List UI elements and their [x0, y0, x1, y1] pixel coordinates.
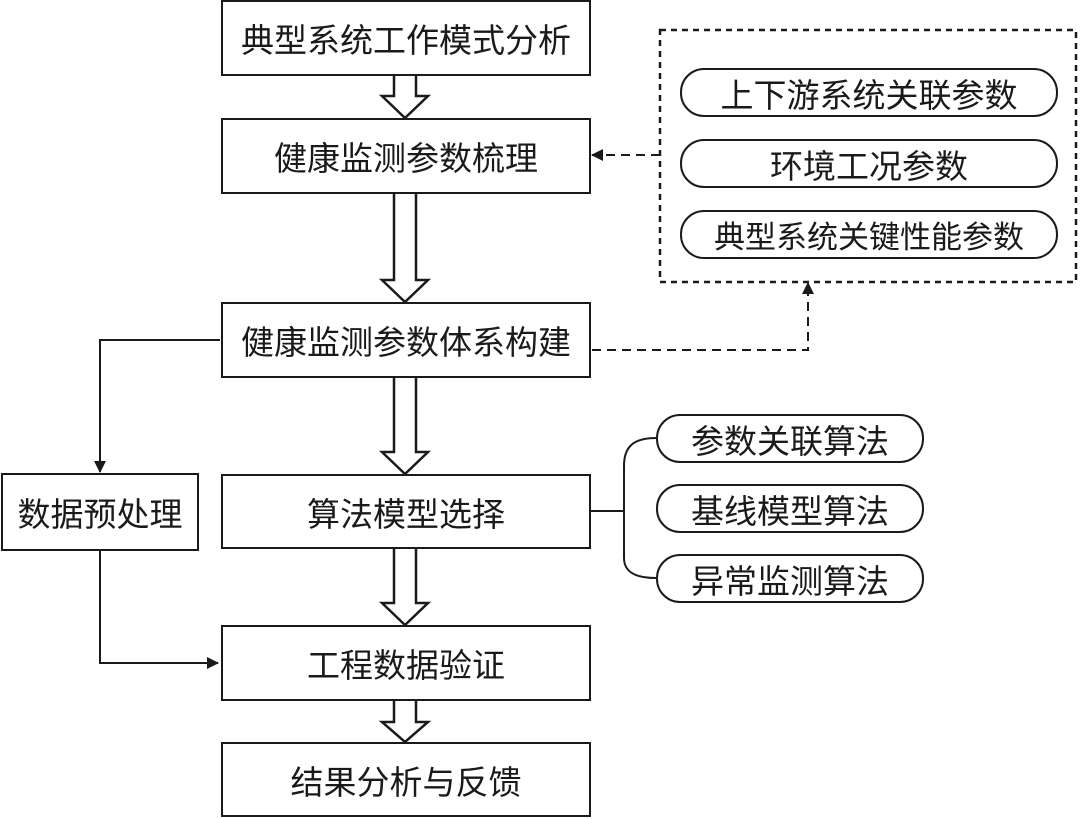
preprocess-to-step5-connector: [99, 551, 219, 669]
flow-arrow-4-5: [378, 549, 432, 627]
step-data-preprocessing: 数据预处理: [1, 473, 199, 551]
step-parameter-system-build: 健康监测参数体系构建: [221, 302, 591, 378]
algorithm-anomaly-label: 异常监测算法: [691, 561, 889, 601]
step-parameter-system-build-label: 健康监测参数体系构建: [241, 323, 571, 362]
param-upstream-downstream-label: 上下游系统关联参数: [720, 75, 1018, 115]
flow-arrow-2-3: [378, 194, 432, 304]
step-result-feedback-label: 结果分析与反馈: [290, 762, 522, 802]
step3-to-params-connector: [592, 282, 814, 351]
step-parameter-sorting: 健康监测参数梳理: [221, 118, 591, 194]
algorithm-bracket: [590, 437, 657, 579]
flow-arrow-1-2: [378, 76, 432, 120]
step-engineering-validation-label: 工程数据验证: [307, 646, 505, 685]
step-system-mode-analysis: 典型系统工作模式分析: [221, 0, 591, 76]
flow-arrow-5-6: [378, 701, 432, 744]
param-key-performance-label: 典型系统关键性能参数: [714, 220, 1024, 256]
step-engineering-validation: 工程数据验证: [221, 625, 591, 701]
step-system-mode-analysis-label: 典型系统工作模式分析: [241, 21, 571, 60]
algorithm-correlation-label: 参数关联算法: [691, 421, 889, 461]
algorithm-anomaly: 异常监测算法: [656, 554, 924, 603]
param-environment-label: 环境工况参数: [770, 146, 968, 186]
param-upstream-downstream: 上下游系统关联参数: [680, 68, 1058, 117]
algorithm-correlation: 参数关联算法: [656, 414, 924, 463]
step-algorithm-selection: 算法模型选择: [221, 474, 591, 549]
flow-arrow-3-4: [378, 378, 432, 476]
algorithm-baseline: 基线模型算法: [656, 484, 924, 533]
step-algorithm-selection-label: 算法模型选择: [307, 494, 505, 534]
step-parameter-sorting-label: 健康监测参数梳理: [274, 139, 538, 178]
param-environment: 环境工况参数: [680, 139, 1058, 188]
step3-to-preprocess-connector: [94, 339, 220, 473]
step-data-preprocessing-label: 数据预处理: [17, 495, 183, 534]
param-key-performance: 典型系统关键性能参数: [680, 210, 1058, 259]
step-result-feedback: 结果分析与反馈: [221, 742, 591, 817]
algorithm-baseline-label: 基线模型算法: [691, 491, 889, 531]
